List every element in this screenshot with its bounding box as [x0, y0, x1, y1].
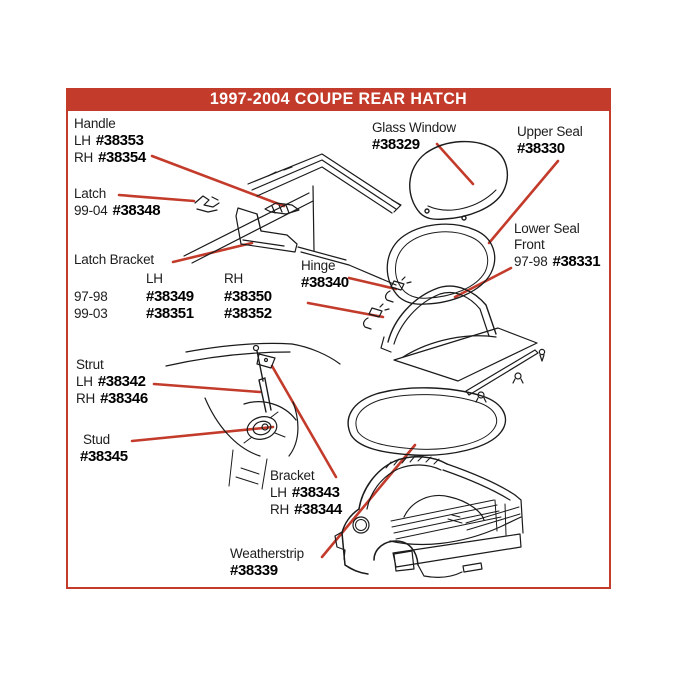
- part-number: #38346: [100, 390, 148, 407]
- label-latch-bracket: Latch Bracket LH RH 97-98 #38349 #38350 …: [74, 252, 302, 323]
- part-label: Strut: [76, 357, 104, 372]
- latch-part-art: [194, 195, 220, 208]
- label-lower-seal: Lower Seal Front 97-98 #38331: [514, 221, 601, 270]
- label-bracket: Bracket LH #38343 RH #38344: [270, 468, 342, 518]
- label-hinge: Hinge #38340: [301, 258, 349, 291]
- part-number: #38348: [112, 202, 161, 219]
- label-glass-window: Glass Window #38329: [372, 120, 456, 153]
- leader-upper-seal: [487, 159, 560, 245]
- leader-lower-seal: [453, 266, 513, 299]
- car-body-art: [334, 455, 524, 578]
- part-prefix: RH: [76, 391, 96, 406]
- part-label: Lower Seal: [514, 221, 580, 236]
- part-label: Handle: [74, 116, 116, 131]
- part-prefix: RH: [74, 150, 94, 165]
- part-prefix: 99-04: [74, 203, 108, 218]
- page-title: 1997-2004 COUPE REAR HATCH: [209, 90, 468, 108]
- part-number: #38329: [372, 136, 420, 153]
- part-label: Glass Window: [372, 120, 456, 135]
- part-prefix: RH: [270, 502, 290, 517]
- part-prefix: LH: [76, 374, 93, 389]
- part-number: #38343: [291, 484, 340, 501]
- label-upper-seal: Upper Seal #38330: [517, 124, 583, 157]
- part-number: #38353: [95, 132, 144, 149]
- strut-bracket-art: [256, 353, 276, 369]
- handle-part-art: [264, 202, 300, 215]
- part-label: Upper Seal: [517, 124, 583, 139]
- part-label: Hinge: [301, 258, 336, 273]
- part-label-sub: Front: [514, 237, 545, 252]
- leader-latch: [117, 193, 196, 203]
- leader-weatherstrip: [320, 443, 417, 559]
- label-weatherstrip: Weatherstrip #38339: [230, 546, 304, 579]
- stud-hub-art: [246, 416, 278, 440]
- leader-handle: [150, 154, 286, 208]
- part-number: #38344: [294, 501, 342, 518]
- hatch-frame-art: [183, 153, 402, 286]
- strut-assembly-art: [165, 342, 341, 490]
- part-label: Latch Bracket: [74, 252, 154, 267]
- year-cell: 97-98: [74, 288, 108, 304]
- part-prefix: 97-98: [514, 254, 548, 269]
- upper-seal-art: [386, 223, 496, 305]
- part-number: #38354: [98, 149, 146, 166]
- part-number: #38339: [230, 562, 278, 579]
- leader-hinge-1: [347, 276, 398, 291]
- part-number: #38349: [146, 287, 194, 305]
- leader-strut: [152, 382, 262, 394]
- part-label: Weatherstrip: [230, 546, 304, 561]
- part-label: Stud: [83, 432, 110, 447]
- bolt-fastener-icon: [514, 372, 522, 380]
- glass-window-art: [409, 140, 509, 221]
- part-number: #38340: [301, 274, 349, 291]
- part-number: #38331: [552, 253, 601, 270]
- label-latch: Latch 99-04 #38348: [74, 186, 161, 219]
- part-number: #38350: [224, 287, 272, 305]
- leader-bracket: [270, 364, 338, 479]
- label-handle: Handle LH #38353 RH #38354: [74, 116, 146, 166]
- column-header: RH: [224, 271, 244, 286]
- strut-rod-art: [256, 350, 272, 413]
- label-stud: Stud #38345: [80, 432, 128, 465]
- part-prefix: LH: [74, 133, 91, 148]
- latch-bracket-table: LH RH 97-98 #38349 #38350 99-03 #38351 #…: [74, 270, 302, 323]
- part-prefix: LH: [270, 485, 287, 500]
- fuel-door-circle: [352, 516, 370, 534]
- label-strut: Strut LH #38342 RH #38346: [76, 357, 148, 407]
- sill-strip-art: [465, 349, 539, 396]
- part-number: #38352: [224, 305, 272, 322]
- part-number: #38351: [146, 305, 194, 322]
- hinge-clips-art: [362, 276, 412, 330]
- part-label: Bracket: [270, 468, 315, 483]
- part-label: Latch: [74, 186, 107, 201]
- part-number: #38330: [517, 140, 565, 157]
- title-banner: 1997-2004 COUPE REAR HATCH: [66, 88, 611, 111]
- year-cell: 99-03: [74, 306, 108, 321]
- column-header: LH: [146, 271, 163, 286]
- part-number: #38345: [80, 448, 128, 465]
- leader-stud: [130, 425, 275, 443]
- part-number: #38342: [97, 373, 146, 390]
- lower-seal-art: [380, 285, 546, 403]
- leader-glass-window: [435, 142, 475, 186]
- pin-fastener-icon: [538, 348, 546, 356]
- weatherstrip-art: [347, 387, 507, 456]
